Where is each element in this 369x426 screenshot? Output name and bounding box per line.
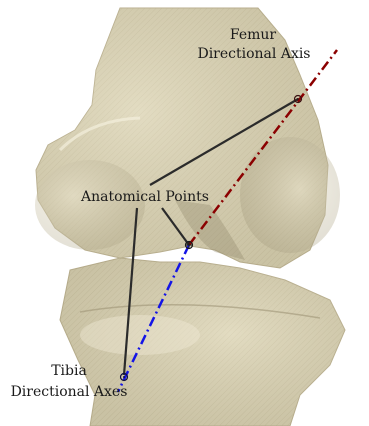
- tibia-bone: [60, 258, 345, 426]
- anatomical-points-label: Anatomical Points: [80, 189, 209, 205]
- femur-label-line1: Femur: [230, 27, 277, 43]
- tibia-label-line2: Directional Axes: [11, 384, 128, 400]
- tibia-label-line1: Tibia: [51, 363, 87, 379]
- anatomical-point-joint: [185, 241, 193, 249]
- femur-label-line2: Directional Axis: [197, 46, 310, 62]
